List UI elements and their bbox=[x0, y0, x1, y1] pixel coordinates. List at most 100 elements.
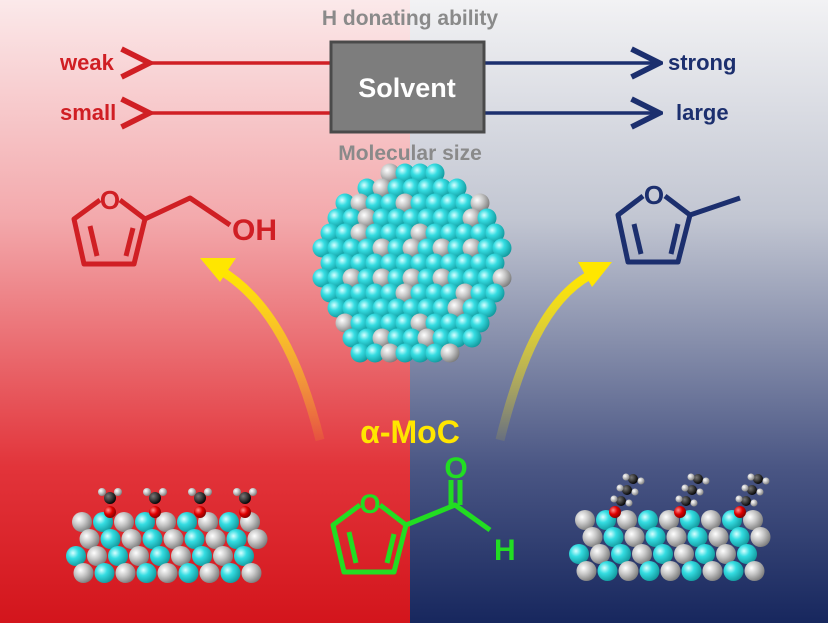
atom bbox=[653, 544, 673, 564]
hydrogen-atom bbox=[188, 488, 196, 496]
atom bbox=[402, 268, 422, 288]
atom bbox=[335, 193, 355, 213]
atom bbox=[485, 253, 505, 273]
atom bbox=[327, 238, 347, 258]
atom bbox=[380, 313, 400, 333]
atom bbox=[192, 546, 212, 566]
atom bbox=[462, 328, 482, 348]
atom bbox=[410, 223, 430, 243]
moc-nanoparticle bbox=[312, 163, 512, 363]
atom bbox=[395, 193, 415, 213]
atom bbox=[380, 193, 400, 213]
atom bbox=[234, 546, 254, 566]
solvent-box bbox=[329, 40, 486, 134]
atom bbox=[440, 343, 460, 363]
atom bbox=[660, 561, 681, 581]
atom bbox=[226, 529, 247, 549]
atom bbox=[387, 208, 407, 228]
atom bbox=[659, 510, 679, 530]
carbon-atom bbox=[194, 492, 206, 504]
hydrogen-atom bbox=[616, 484, 624, 492]
atom bbox=[744, 561, 765, 581]
atom bbox=[365, 223, 385, 243]
ring-oxygen-label: O bbox=[644, 180, 664, 210]
atom bbox=[410, 163, 430, 183]
atom bbox=[199, 563, 220, 583]
atom bbox=[687, 527, 708, 547]
atom bbox=[327, 268, 347, 288]
hydrogen-atom bbox=[204, 488, 212, 496]
atom bbox=[402, 298, 422, 318]
atom bbox=[485, 283, 505, 303]
atom bbox=[79, 529, 100, 549]
carbon-atom bbox=[104, 492, 116, 504]
atom bbox=[432, 208, 452, 228]
atom bbox=[350, 343, 370, 363]
atom bbox=[115, 563, 136, 583]
atom bbox=[440, 253, 460, 273]
atom bbox=[425, 343, 445, 363]
hydrogen-atom bbox=[233, 488, 241, 496]
atom bbox=[320, 283, 340, 303]
atom bbox=[157, 563, 178, 583]
atom bbox=[171, 546, 191, 566]
carbon-atom bbox=[753, 474, 763, 484]
hydrogen-atom bbox=[741, 484, 749, 492]
atom bbox=[708, 527, 729, 547]
atom bbox=[380, 283, 400, 303]
atom bbox=[357, 208, 377, 228]
atom bbox=[402, 238, 422, 258]
atom bbox=[432, 328, 452, 348]
atom bbox=[365, 253, 385, 273]
yellow-arrowhead-right bbox=[578, 262, 612, 287]
atom bbox=[666, 527, 687, 547]
oxygen-atom bbox=[104, 506, 116, 518]
small-label: small bbox=[60, 100, 116, 125]
atom bbox=[603, 527, 624, 547]
hydrogen-atom bbox=[690, 499, 698, 507]
hydrogen-atom bbox=[625, 499, 633, 507]
atom bbox=[150, 546, 170, 566]
solvent-label: Solvent bbox=[358, 73, 456, 103]
atom bbox=[462, 268, 482, 288]
atom bbox=[178, 563, 199, 583]
atom bbox=[455, 193, 475, 213]
atom bbox=[425, 193, 445, 213]
atom bbox=[470, 313, 490, 333]
ring-oxygen-label: O bbox=[100, 185, 120, 215]
oxygen-atom bbox=[609, 506, 621, 518]
carbon-atom bbox=[622, 485, 632, 495]
atom bbox=[365, 193, 385, 213]
large-label: large bbox=[676, 100, 729, 125]
hydrogen-atom bbox=[114, 488, 122, 496]
atom bbox=[387, 178, 407, 198]
atom bbox=[395, 163, 415, 183]
atom bbox=[387, 328, 407, 348]
atom bbox=[743, 510, 763, 530]
hydrogen-atom bbox=[696, 488, 704, 496]
hydrogen-atom bbox=[98, 488, 106, 496]
atom bbox=[87, 546, 107, 566]
atom bbox=[357, 178, 377, 198]
atom bbox=[645, 527, 666, 547]
atom bbox=[342, 328, 362, 348]
hydrogen-atom bbox=[735, 495, 743, 503]
atom bbox=[417, 298, 437, 318]
hydrogen-atom bbox=[681, 484, 689, 492]
hydrogen-atom bbox=[750, 499, 758, 507]
atom bbox=[674, 544, 694, 564]
atom bbox=[372, 178, 392, 198]
atom bbox=[417, 328, 437, 348]
atom bbox=[312, 238, 332, 258]
strong-label: strong bbox=[668, 50, 736, 75]
atom bbox=[184, 529, 205, 549]
alpha-moc-label: α-MoC bbox=[360, 414, 460, 450]
atom bbox=[342, 298, 362, 318]
carbonyl-oxygen-label: O bbox=[444, 452, 467, 485]
atom bbox=[455, 283, 475, 303]
atom bbox=[72, 512, 92, 532]
atom bbox=[470, 193, 490, 213]
atom bbox=[66, 546, 86, 566]
